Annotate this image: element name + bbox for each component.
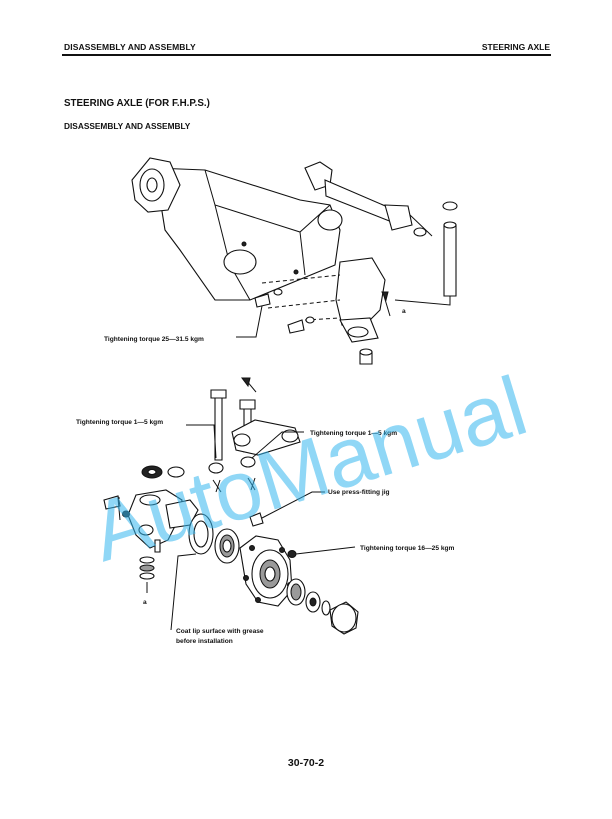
steering-knuckle-drawing (103, 489, 199, 553)
section-subtitle: DISASSEMBLY AND ASSEMBLY (64, 121, 191, 131)
callout-left-torque: Tightening torque 1—5 kgm (76, 419, 163, 426)
callout-right-torque: Tightening torque 1—5 kgm (310, 430, 397, 437)
wheel-hub-drawing (239, 535, 293, 607)
marker-a-lower: a (143, 599, 147, 606)
oil-seal-drawing (188, 513, 214, 555)
callout-axle-torque: Tightening torque 25—31.5 kgm (104, 336, 204, 343)
bushing-stack-drawing: a (139, 556, 155, 606)
tie-rod-link-drawing (231, 419, 301, 456)
page-number: 30-70-2 (287, 757, 325, 769)
hub-cap-drawing (329, 601, 359, 635)
callout-press-jig: Use press-fitting jig (328, 489, 390, 496)
header-rule (62, 54, 551, 56)
header-chapter-label: STEERING AXLE (481, 42, 550, 52)
marker-a-upper: a (402, 308, 406, 315)
washers-drawing (141, 456, 256, 493)
callout-grease-line2: before installation (176, 638, 233, 645)
outer-bearing-drawing (286, 578, 331, 616)
axle-beam-drawing (131, 157, 386, 343)
steering-cylinder-drawing (304, 161, 433, 237)
king-pin-drawing (394, 201, 458, 306)
upper-bolts-drawing (254, 288, 391, 365)
callout-grease-line1: Coat lip surface with grease (176, 628, 264, 635)
callout-hub-torque: Tightening torque 16—25 kgm (360, 545, 455, 552)
header-section-label: DISASSEMBLY AND ASSEMBLY (64, 42, 196, 52)
page-title: STEERING AXLE (FOR F.H.P.S.) (64, 98, 210, 109)
watermark-text: AutoManual (81, 358, 537, 579)
inner-bearing-drawing (214, 528, 240, 564)
